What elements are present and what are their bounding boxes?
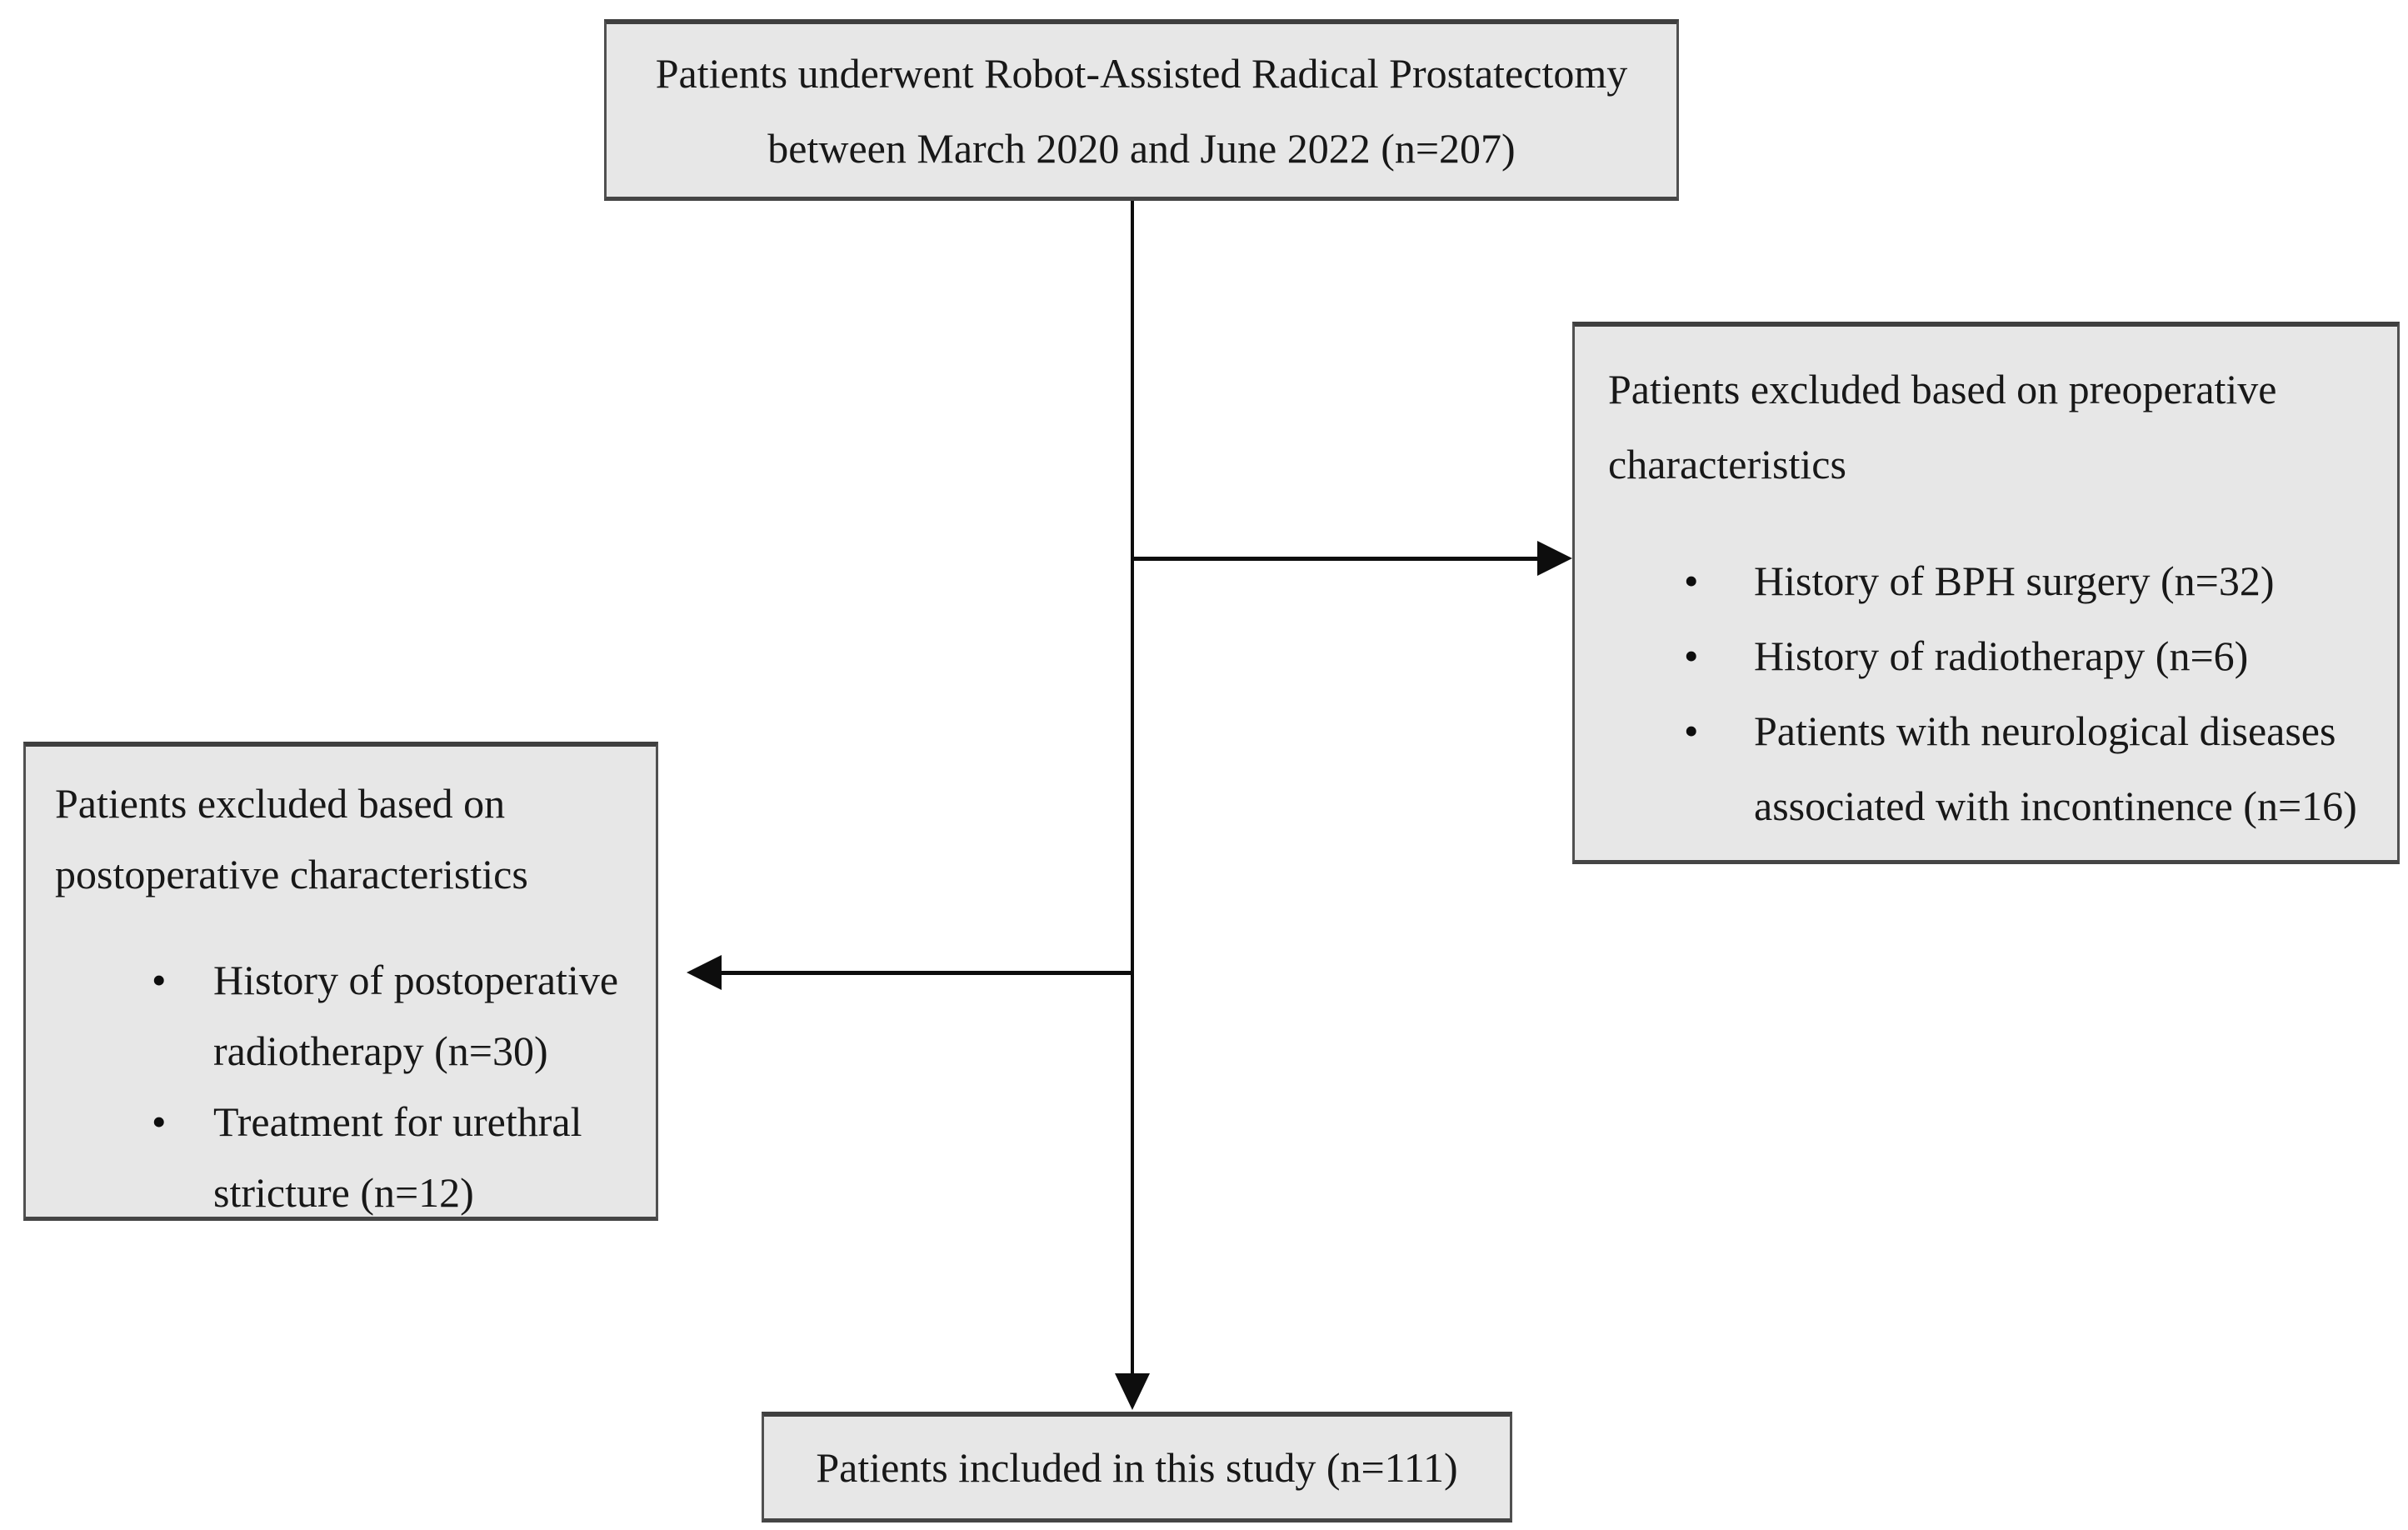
list-item: Patients with neurological diseases asso… [1679,693,2364,843]
list-item: History of postoperative radiotherapy (n… [147,945,627,1087]
node-excluded-preoperative-title: Patients excluded based on preoperative … [1608,366,2277,488]
excluded-postoperative-list: History of postoperative radiotherapy (n… [55,945,627,1228]
arrowhead-down-icon [1115,1373,1150,1410]
list-item: Treatment for urethral stricture (n=12) [147,1087,627,1228]
list-item: History of radiotherapy (n=6) [1679,618,2364,693]
list-item: History of BPH surgery (n=32) [1679,543,2364,618]
node-source-population: Patients underwent Robot-Assisted Radica… [604,19,1679,201]
node-excluded-postoperative-title: Patients excluded based on postoperative… [55,780,528,898]
excluded-preoperative-list: History of BPH surgery (n=32) History of… [1608,543,2364,843]
node-source-text: Patients underwent Robot-Assisted Radica… [655,49,1628,172]
flow-line-vertical [1131,201,1134,1375]
node-included-text: Patients included in this study (n=111) [816,1444,1458,1491]
node-included: Patients included in this study (n=111) [762,1412,1512,1522]
node-excluded-postoperative: Patients excluded based on postoperative… [23,742,658,1221]
flow-line-right-branch [1134,557,1544,561]
arrowhead-right-icon [1537,541,1572,576]
arrowhead-left-icon [687,955,722,990]
flow-line-left-branch [722,971,1134,975]
node-excluded-preoperative: Patients excluded based on preoperative … [1572,322,2400,864]
